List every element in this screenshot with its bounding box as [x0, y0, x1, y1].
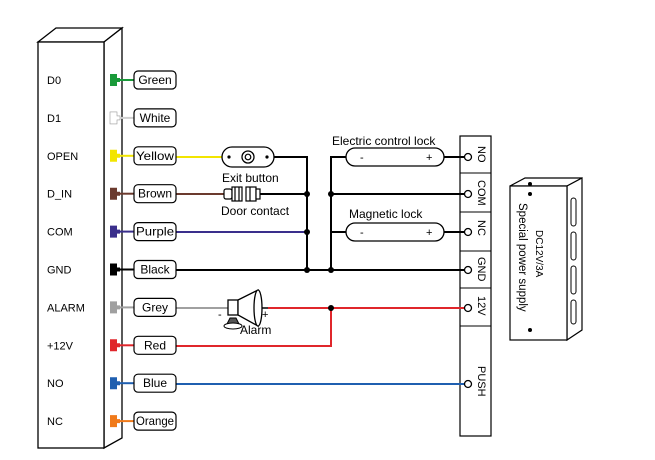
wire-tag-orange: Orange: [110, 411, 177, 431]
wire-label-black: Black: [140, 263, 170, 277]
wire-tag-brown: Brown: [110, 184, 177, 204]
power-supply-label: Special power supply: [516, 203, 528, 312]
terminal-d0-label: D0: [47, 75, 61, 87]
electric-lock-minus: -: [360, 152, 364, 164]
wire-label-red: Red: [144, 338, 166, 352]
terminal-label-no: NO: [475, 146, 487, 163]
terminal-com-label: COM: [47, 227, 73, 239]
connector-red: [110, 339, 120, 352]
terminal-d1-label: D1: [47, 113, 61, 125]
wire-label-green: Green: [138, 73, 171, 87]
wire-label-yellow: Yellow: [136, 149, 174, 163]
wire-label-blue: Blue: [143, 376, 167, 390]
wire-red: [176, 307, 466, 347]
magnetic-lock-plus: +: [426, 227, 432, 239]
terminal-label-nc: NC: [475, 220, 487, 236]
electric-lock-device: [345, 147, 445, 167]
terminal-gnd-label: GND: [47, 265, 72, 277]
terminal-label-com: COM: [475, 180, 487, 206]
terminal-open-label: OPEN: [47, 151, 78, 163]
alarm-label: Alarm: [240, 323, 271, 337]
connector-green: [110, 74, 120, 86]
wire-label-brown: Brown: [138, 187, 172, 201]
wire-tag-green: Green: [110, 70, 177, 90]
door-contact-device: [223, 186, 261, 202]
door-contact-label: Door contact: [221, 204, 290, 218]
terminal-screws: [463, 152, 473, 389]
magnetic-lock-label: Magnetic lock: [349, 207, 423, 221]
wire-tags: GreenWhiteYellowBrownPurpleBlackGreyRedB…: [109, 70, 177, 431]
exit-button-device: [221, 146, 275, 168]
wire-tag-purple: Purple: [110, 222, 177, 242]
wire-label-purple: Purple: [136, 225, 174, 239]
magnetic-lock-device: [345, 222, 445, 242]
wire-tag-black: Black: [110, 259, 177, 280]
alarm-minus: -: [218, 309, 222, 321]
wire-tag-white: White: [109, 108, 177, 128]
power-supply-rating: DC12V/3A: [533, 230, 544, 278]
wire-tag-blue: Blue: [110, 373, 177, 393]
connector-black: [110, 263, 120, 276]
controller-unit: [36, 26, 124, 450]
terminal-label-12v: 12V: [475, 296, 487, 316]
connector-yellow: [110, 149, 120, 162]
power-supply-unit: [509, 177, 583, 342]
connector-grey: [110, 301, 120, 314]
connector-brown: [110, 187, 120, 200]
terminal-no-label: NO: [47, 378, 64, 390]
alarm-siren-device: [223, 288, 268, 330]
exit-button-label: Exit button: [222, 171, 279, 185]
terminal-label-push: PUSH: [475, 366, 487, 397]
wire-label-white: White: [140, 111, 171, 125]
terminal-12v-label: +12V: [47, 340, 74, 352]
terminal-alarm-label: ALARM: [47, 302, 85, 314]
terminal-nc-label: NC: [47, 416, 63, 428]
wire-label-orange: Orange: [136, 414, 174, 428]
junction-dots: [304, 191, 334, 311]
electric-lock-plus: +: [426, 152, 432, 164]
connector-blue: [110, 377, 120, 390]
wire-tag-red: Red: [110, 335, 177, 355]
terminal-din-label: D_IN: [47, 189, 72, 201]
wire-tag-grey: Grey: [110, 297, 177, 317]
connector-orange: [110, 415, 120, 428]
terminal-label-gnd: GND: [475, 257, 487, 282]
wire-label-grey: Grey: [142, 300, 168, 314]
connector-purple: [110, 225, 120, 238]
connector-white: [109, 111, 121, 125]
alarm-plus: +: [262, 309, 268, 321]
terminal-block: [459, 135, 492, 437]
wire-tag-yellow: Yellow: [110, 146, 177, 166]
magnetic-lock-minus: -: [360, 227, 364, 239]
electric-lock-label: Electric control lock: [332, 134, 436, 148]
